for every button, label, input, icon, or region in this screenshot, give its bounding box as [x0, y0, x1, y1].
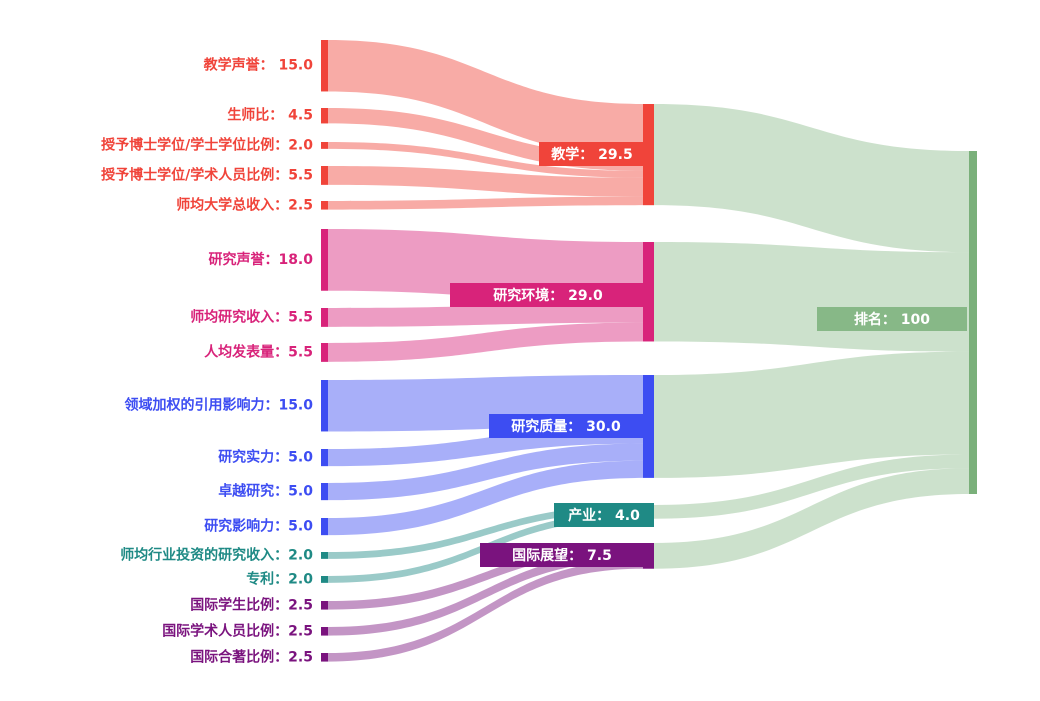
node-research_env: [643, 242, 654, 342]
node-citation: [321, 380, 328, 432]
node-label-research_quality: 研究质量： 30.0: [511, 418, 621, 435]
node-label-res_rep: 研究声誉：18.0: [208, 251, 313, 268]
link-res_prod-research_env: [328, 322, 643, 362]
node-international: [643, 543, 654, 569]
node-res_rep: [321, 229, 328, 291]
node-intl_coauthor: [321, 653, 328, 662]
links-layer: [328, 40, 969, 662]
link-doc_bach-teaching: [328, 142, 643, 178]
node-label-res_income: 师均研究收入：5.5: [190, 308, 313, 325]
link-intl_students-international: [328, 543, 643, 610]
link-intl_staff-international: [328, 551, 643, 636]
node-label-industry: 产业： 4.0: [568, 507, 640, 524]
link-teach_rep-teaching: [328, 40, 643, 156]
node-label-bg-industry: [554, 503, 654, 527]
node-res_excellence: [321, 483, 328, 501]
link-intl_coauthor-international: [328, 560, 643, 662]
node-res_strength: [321, 449, 328, 467]
node-label-box-research_env: 研究环境： 29.0: [450, 283, 646, 307]
link-research_env-rank: [654, 242, 969, 352]
node-label-doc_staff: 授予博士学位/学术人员比例：5.5: [101, 166, 313, 183]
node-teach_rep: [321, 40, 328, 92]
link-res_excellence-research_quality: [328, 443, 643, 501]
node-ind_income: [321, 552, 328, 559]
link-ind_income-industry: [328, 505, 643, 559]
node-label-patents: 专利：2.0: [246, 570, 313, 587]
node-label-citation: 领域加权的引用影响力：15.0: [124, 397, 313, 414]
node-res_income: [321, 308, 328, 327]
link-research_quality-rank: [654, 351, 969, 478]
node-label-bg-rank: [817, 307, 967, 331]
link-teaching-rank: [654, 104, 969, 253]
labels-layer: 教学声誉： 15.0 生师比： 4.5 授予博士学位/学士学位比例：2.0 授予博士学…: [101, 57, 967, 665]
node-res_influence: [321, 518, 328, 536]
node-intl_staff: [321, 627, 328, 636]
node-label-intl_students: 国际学生比例：2.5: [190, 596, 313, 613]
node-label-international: 国际展望： 7.5: [512, 547, 612, 564]
node-label-box-rank: 排名： 100: [817, 307, 967, 331]
node-res_prod: [321, 343, 328, 362]
link-industry-rank: [654, 454, 969, 519]
node-label-stu_staff: 生师比： 4.5: [227, 107, 313, 124]
link-international-rank: [654, 468, 969, 569]
node-doc_bach: [321, 142, 328, 149]
node-teaching: [643, 104, 654, 206]
node-label-rank: 排名： 100: [854, 311, 930, 328]
node-label-inst_income: 师均大学总收入：2.5: [176, 196, 313, 213]
node-label-bg-international: [480, 543, 644, 567]
node-label-bg-teaching: [539, 142, 645, 166]
node-stu_staff: [321, 108, 328, 124]
link-res_influence-research_quality: [328, 460, 643, 536]
node-label-doc_bach: 授予博士学位/学士学位比例：2.0: [101, 136, 313, 153]
node-label-res_excellence: 卓越研究：5.0: [218, 483, 313, 500]
link-res_income-research_env: [328, 303, 643, 327]
node-label-bg-research_quality: [489, 414, 643, 438]
node-rank: [969, 151, 977, 494]
node-label-teach_rep: 教学声誉： 15.0: [204, 57, 314, 74]
link-doc_staff-teaching: [328, 166, 643, 197]
node-label-teaching: 教学： 29.5: [551, 146, 632, 163]
node-inst_income: [321, 201, 328, 210]
node-label-res_strength: 研究实力：5.0: [218, 449, 313, 466]
node-research_quality: [643, 375, 654, 478]
node-label-research_env: 研究环境： 29.0: [493, 287, 603, 304]
link-inst_income-teaching: [328, 196, 643, 210]
node-label-box-teaching: 教学： 29.5: [539, 142, 645, 166]
node-intl_students: [321, 601, 328, 610]
node-label-ind_income: 师均行业投资的研究收入：2.0: [120, 546, 313, 563]
node-label-box-international: 国际展望： 7.5: [480, 543, 644, 567]
node-label-box-research_quality: 研究质量： 30.0: [489, 414, 643, 438]
node-patents: [321, 576, 328, 583]
node-doc_staff: [321, 166, 328, 185]
node-label-box-industry: 产业： 4.0: [554, 503, 654, 527]
node-label-res_prod: 人均发表量：5.5: [204, 343, 313, 360]
node-label-intl_coauthor: 国际合著比例：2.5: [190, 648, 313, 665]
node-label-intl_staff: 国际学术人员比例：2.5: [162, 622, 313, 639]
node-label-res_influence: 研究影响力：5.0: [204, 518, 313, 535]
node-label-bg-research_env: [450, 283, 646, 307]
